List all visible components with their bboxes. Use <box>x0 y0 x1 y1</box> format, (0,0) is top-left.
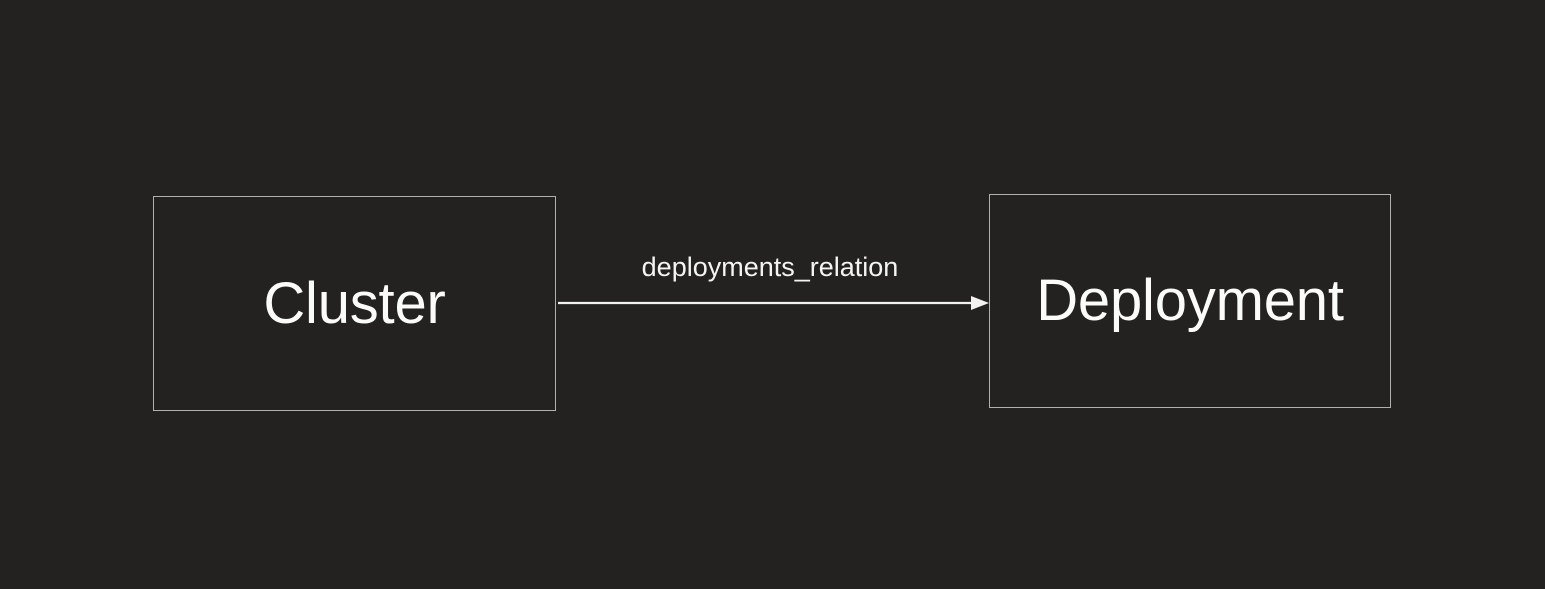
node-cluster-label: Cluster <box>263 270 446 336</box>
node-cluster[interactable]: Cluster <box>153 196 556 411</box>
edge-deployments-relation[interactable] <box>558 296 989 310</box>
arrowhead-icon <box>971 296 989 310</box>
node-deployment[interactable]: Deployment <box>989 194 1391 408</box>
edge-label-deployments-relation: deployments_relation <box>641 252 899 282</box>
node-deployment-label: Deployment <box>1036 268 1344 333</box>
